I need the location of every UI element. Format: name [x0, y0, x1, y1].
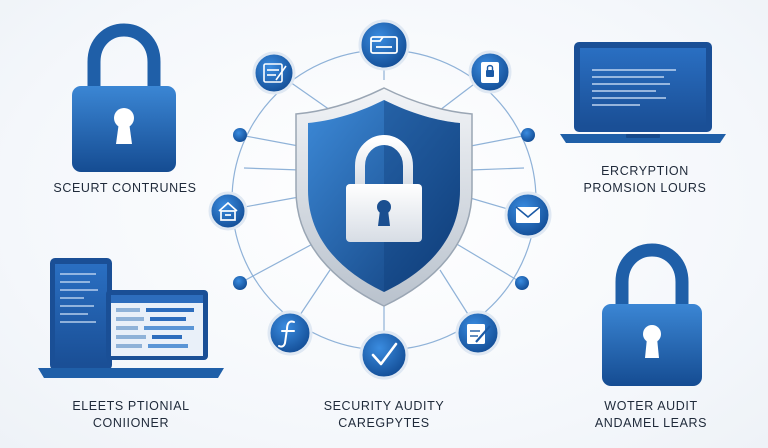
- connector-line: [449, 239, 523, 284]
- caption-line: WOTER AUDIT: [604, 399, 698, 413]
- node-top-left[interactable]: [252, 51, 296, 95]
- caption-line: SCEURT CONTRUNES: [53, 181, 197, 195]
- caption-top-left: SCEURT CONTRUNES: [40, 180, 210, 197]
- network-dot: [515, 276, 529, 290]
- connector-line: [243, 167, 301, 171]
- padlock-icon: [72, 23, 176, 172]
- padlock-icon: [602, 243, 702, 386]
- caption-top-right: ERCRYPTION PROMSION LOURS: [560, 163, 730, 197]
- edit-document-icon: [467, 324, 491, 344]
- caption-bottom-right: WOTER AUDIT ANDAMEL LEARS: [566, 398, 736, 432]
- checkmark-icon: [371, 342, 398, 366]
- caption-bottom-left: ELEETS PTIONIAL CONIIONER: [46, 398, 216, 432]
- caption-line: CONIIONER: [92, 416, 170, 430]
- node-bottom-left[interactable]: [267, 310, 313, 356]
- caption-line: ERCRYPTION: [601, 164, 689, 178]
- home-icon: [218, 201, 238, 221]
- folder-icon: [370, 36, 398, 54]
- network-dot: [233, 128, 247, 142]
- caption-line: SECURITY AUDITY: [323, 399, 445, 413]
- caption-line: ELEETS PTIONIAL: [72, 399, 190, 413]
- caption-line: PROMSION LOURS: [583, 181, 707, 195]
- caption-line: ANDAMEL LEARS: [594, 416, 708, 430]
- node-right[interactable]: [504, 191, 552, 239]
- network-dot: [233, 276, 247, 290]
- node-top[interactable]: [358, 19, 410, 71]
- envelope-icon: [515, 206, 541, 223]
- laptop-code-icon: [560, 42, 726, 143]
- document-icon: [263, 63, 287, 83]
- node-left[interactable]: [208, 191, 248, 231]
- caption-line: CAREGPYTES: [338, 416, 430, 430]
- network-dot: [521, 128, 535, 142]
- file-lock-icon: [481, 62, 499, 83]
- node-bottom[interactable]: [359, 330, 409, 380]
- connector-line: [239, 239, 321, 284]
- function-icon: [278, 320, 295, 348]
- laptop-dashboard-icon: [38, 258, 224, 378]
- node-top-right[interactable]: [468, 50, 512, 94]
- node-bottom-right[interactable]: [455, 310, 501, 356]
- shield-padlock-icon: [295, 87, 473, 307]
- connector-line: [469, 167, 525, 171]
- caption-bottom-center: SECURITY AUDITY CAREGPYTES: [299, 398, 469, 432]
